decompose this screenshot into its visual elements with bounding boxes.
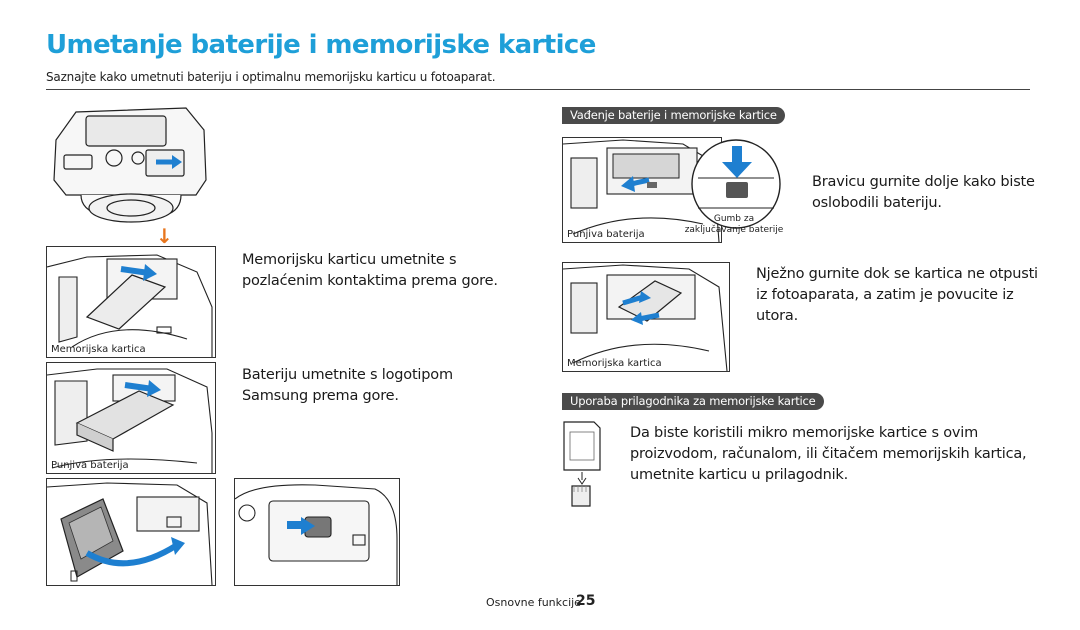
- instruction-release-card: Nježno gurnite dok se kartica ne otpusti…: [756, 266, 1038, 324]
- camera-bottom-illustration: [46, 100, 216, 225]
- caption-lock-button: Gumb za zaključavanje baterije: [684, 214, 784, 235]
- sd-adapter-icon: [560, 420, 606, 508]
- figure-remove-card: Memorijska kartica: [562, 262, 730, 372]
- page-subtitle: Saznajte kako umetnuti bateriju i optima…: [46, 70, 496, 84]
- header-divider: [46, 89, 1030, 90]
- footer-page-number: 25: [576, 593, 596, 609]
- caption-battery: Punjiva baterija: [51, 460, 129, 471]
- footer-section-label: Osnovne funkcije: [486, 596, 581, 609]
- instruction-insert-battery: Bateriju umetnite s logotipom Samsung pr…: [242, 367, 453, 404]
- section-heading-adapter: Uporaba prilagodnika za memorijske karti…: [562, 393, 824, 410]
- instruction-adapter: Da biste koristili mikro memorijske kart…: [630, 425, 1027, 483]
- page-title: Umetanje baterije i memorijske kartice: [46, 30, 596, 60]
- section-heading-removal: Vađenje baterije i memorijske kartice: [562, 107, 785, 124]
- instruction-insert-card: Memorijsku karticu umetnite s pozlaćenim…: [242, 252, 498, 289]
- figure-insert-card: Memorijska kartica: [46, 246, 216, 358]
- instruction-release-battery: Bravicu gurnite dolje kako biste oslobod…: [812, 174, 1035, 211]
- figure-close-door: [46, 478, 216, 586]
- step-down-arrow-icon: ↓: [156, 224, 173, 248]
- figure-insert-battery: Punjiva baterija: [46, 362, 216, 474]
- caption-battery-removal: Punjiva baterija: [567, 229, 645, 240]
- caption-card-removal: Memorijska kartica: [567, 358, 662, 369]
- figure-lock-door: [234, 478, 400, 586]
- caption-memory-card: Memorijska kartica: [51, 344, 146, 355]
- lock-button-zoom: [688, 138, 784, 234]
